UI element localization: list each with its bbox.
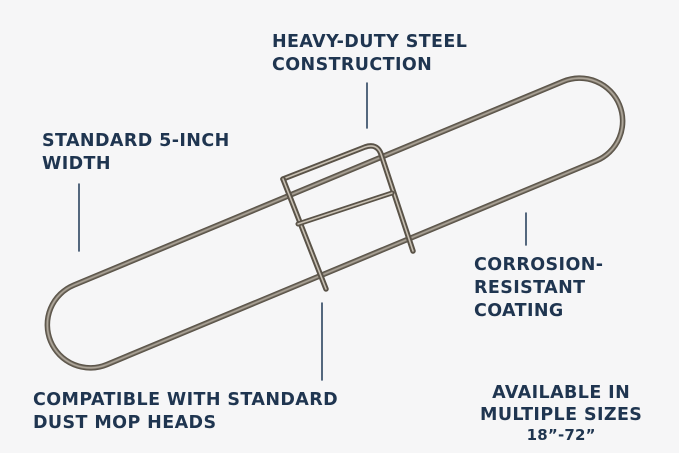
- callout-compatible-line-2: DUST MOP HEADS: [33, 413, 217, 433]
- frame-center-bracket: [280, 143, 416, 292]
- callout-width: STANDARD 5-INCH WIDTH: [42, 130, 230, 176]
- callout-steel-construction: HEAVY-DUTY STEEL CONSTRUCTION: [272, 31, 467, 77]
- frame-outer-loop: [44, 75, 626, 371]
- callout-coating-line-1: CORROSION-: [474, 255, 604, 275]
- callout-compatible-line-1: COMPATIBLE WITH STANDARD: [33, 390, 339, 410]
- callout-steel-line-2: CONSTRUCTION: [272, 55, 433, 75]
- callout-coating-line-2: RESISTANT: [474, 278, 586, 298]
- callout-sizes-range: 18”-72”: [526, 426, 596, 444]
- callout-compatible-heads: COMPATIBLE WITH STANDARD DUST MOP HEADS: [33, 389, 338, 435]
- callout-sizes: AVAILABLE IN MULTIPLE SIZES 18”-72”: [480, 382, 642, 444]
- callout-sizes-line-2: MULTIPLE SIZES: [480, 405, 643, 425]
- callout-steel-line-1: HEAVY-DUTY STEEL: [272, 32, 468, 52]
- callout-sizes-line-1: AVAILABLE IN: [492, 383, 631, 403]
- callout-corrosion-coating: CORROSION- RESISTANT COATING: [474, 254, 603, 323]
- callout-width-line-1: STANDARD 5-INCH: [42, 131, 230, 151]
- callout-leader-lines: [78, 82, 527, 381]
- callout-width-line-2: WIDTH: [42, 154, 111, 174]
- callout-coating-line-3: COATING: [474, 301, 564, 321]
